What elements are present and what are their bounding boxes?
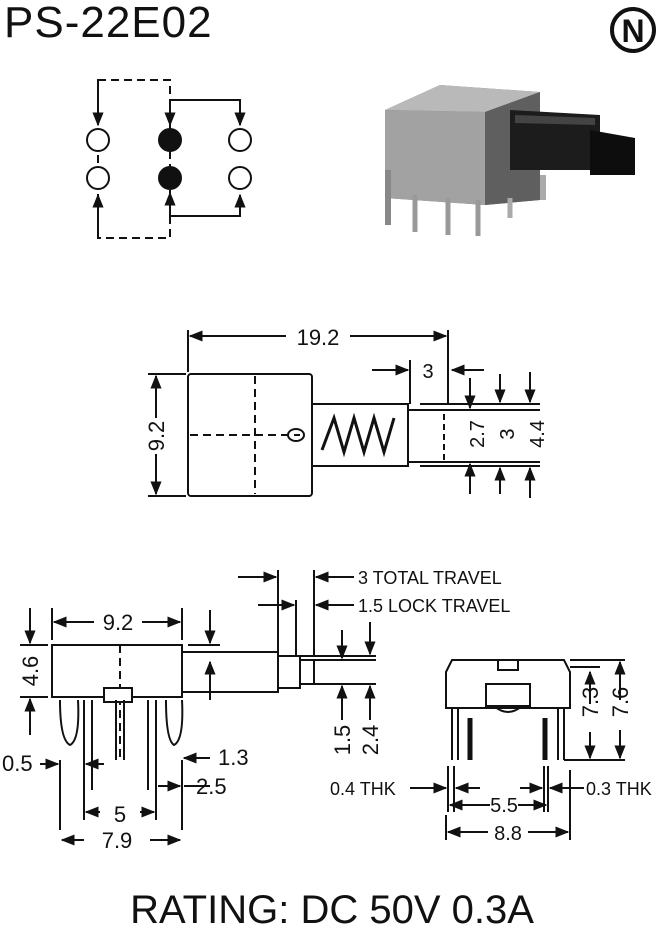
side-height-label: 4.6 [18,656,43,687]
front-overall-label: 8.8 [494,823,522,845]
front-pitch-label: 5.5 [490,795,518,817]
front-h1-label: 7.3 [578,687,603,718]
lock-travel-label: 1.5 LOCK TRAVEL [358,596,510,616]
top-dim-a-label: 2.7 [467,420,489,448]
front-view-drawing [410,659,626,840]
top-view-drawing [148,330,540,498]
pin-offset-label: 0.5 [2,751,33,776]
thk-left-label: 0.4 THK [330,779,396,799]
thk-right-label: 0.3 THK [586,779,652,799]
pin-pitch-small-label: 1.3 [218,745,249,770]
top-width-label: 19.2 [297,325,340,350]
brand-logo: N [610,7,656,53]
top-dim-c-label: 4.4 [527,420,549,448]
front-h2-label: 7.6 [608,687,633,718]
total-travel-label: 3 TOTAL TRAVEL [358,568,502,588]
top-height-label: 9.2 [144,421,169,452]
logo-letter: N [621,13,644,49]
rating-label: RATING: DC 50V 0.3A [130,888,534,932]
side-dim-15-label: 1.5 [330,725,355,756]
circuit-schematic [86,79,252,239]
side-overall-label: 7.9 [102,828,133,853]
side-dim-24-label: 2.4 [358,725,383,756]
side-width-label: 9.2 [103,610,134,635]
pin-pitch-label: 2.5 [196,774,227,799]
switch-product-illustration [385,85,635,236]
top-travel-label: 3 [422,361,433,383]
part-number-title: PS-22E02 [4,0,213,47]
pin-span-label: 5 [114,802,126,827]
top-dim-b-label: 3 [497,428,519,439]
side-view-drawing [20,570,376,846]
